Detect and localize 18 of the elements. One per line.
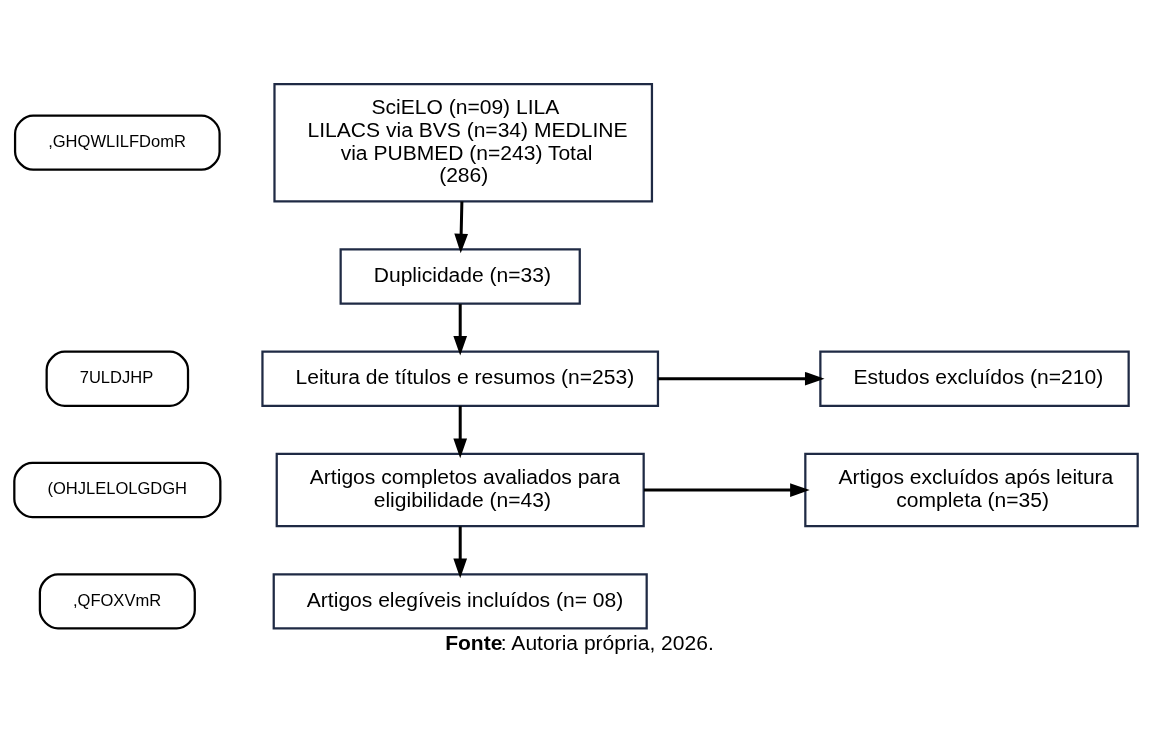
- arrow: [454, 201, 468, 253]
- node-box: Artigos excluídos após leitura completa (n=35): [804, 452, 1139, 527]
- arrow: [658, 371, 825, 386]
- node-box: Duplicidade (n=33): [339, 247, 581, 305]
- arrow: [643, 482, 810, 497]
- node-box: SciELO (n=09) LILA LILACS via BVS (n=34) MEDLINE via PUBMED (n=243) Total (286): [273, 82, 654, 202]
- caption: Fonte: Autoria própria, 2026.: [445, 630, 714, 654]
- arrow: [453, 303, 468, 356]
- arrow: [453, 405, 468, 458]
- node-box: 7ULDJHP: [45, 350, 190, 407]
- node-box: ,QFOXVmR: [38, 572, 196, 630]
- arrow: [453, 525, 468, 578]
- node-box: ,GHQWLILFDomR: [13, 113, 221, 171]
- node-box: Leitura de títulos e resumos (n=253): [261, 350, 660, 407]
- node-box: (OHJLELOLGDGH: [13, 461, 222, 518]
- node-box: Artigos completos avaliados para eligibilidade (n=43): [275, 452, 645, 527]
- node-box: Artigos elegíveis incluídos (n= 08): [272, 572, 648, 630]
- node-box: Estudos excluídos (n=210): [819, 350, 1130, 407]
